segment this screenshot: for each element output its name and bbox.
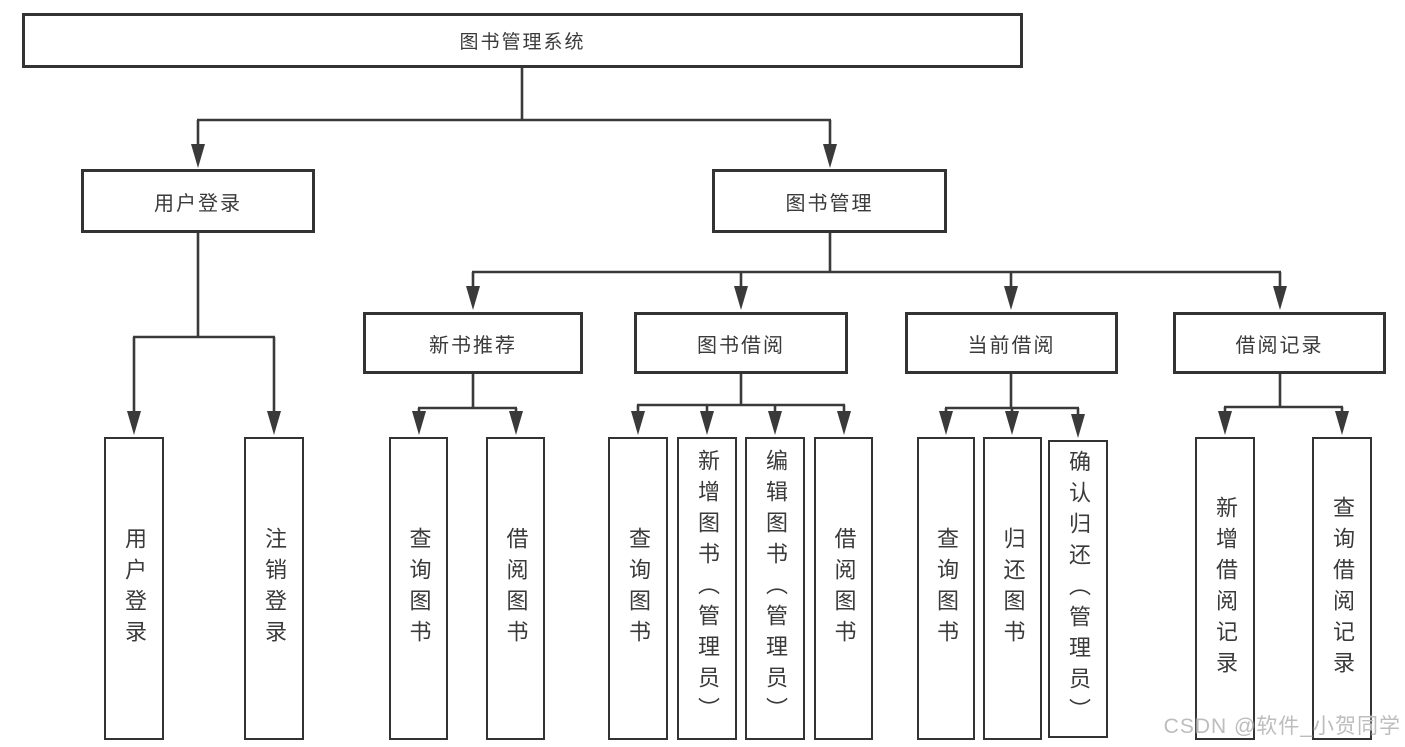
node-root-system: 图书管理系统: [22, 13, 1023, 68]
leaf-user-login-label: 用户登录: [122, 526, 147, 651]
node-borrow-records: 借阅记录: [1173, 312, 1386, 374]
leaf-borrow-query-books: 查询图书: [608, 437, 668, 740]
node-current-borrow: 当前借阅: [905, 312, 1118, 374]
edge-userlogin-to-leaves: [132, 233, 276, 413]
edge-bookborrow-to-leaves: [636, 374, 846, 413]
leaf-edit-books-admin-label: 编辑图书（管理员）: [763, 449, 788, 728]
node-user-login-label: 用户登录: [154, 192, 242, 215]
leaf-add-borrow-record-label: 新增借阅记录: [1213, 495, 1238, 682]
edge-newbookrec-to-leaves: [417, 374, 518, 413]
leaf-logout-label: 注销登录: [262, 526, 287, 651]
leaf-add-borrow-record: 新增借阅记录: [1195, 437, 1255, 740]
leaf-add-books-admin-label: 新增图书（管理员）: [695, 449, 720, 728]
leaf-return-books-label: 归还图书: [1000, 526, 1026, 651]
leaf-edit-books-admin: 编辑图书（管理员）: [745, 437, 805, 740]
leaf-return-books: 归还图书: [983, 437, 1042, 740]
leaf-confirm-return-admin-label: 确认归还（管理员）: [1066, 449, 1091, 729]
node-book-management: 图书管理: [712, 169, 947, 233]
node-new-book-recommend-label: 新书推荐: [429, 334, 517, 357]
leaf-query-borrow-record-label: 查询借阅记录: [1330, 495, 1355, 682]
node-book-management-label: 图书管理: [785, 192, 874, 215]
edge-currentborrow-to-leaves: [944, 374, 1080, 416]
leaf-confirm-return-admin: 确认归还（管理员）: [1048, 440, 1108, 738]
leaf-query-borrow-record: 查询借阅记录: [1312, 437, 1372, 740]
leaf-recommend-borrow-books: 借阅图书: [486, 437, 545, 740]
node-root-label: 图书管理系统: [459, 32, 586, 53]
node-book-borrow-label: 图书借阅: [697, 334, 785, 357]
arrowheads: [127, 144, 1349, 438]
leaf-recommend-query-books-label: 查询图书: [406, 526, 432, 651]
leaf-recommend-query-books: 查询图书: [389, 437, 448, 740]
leaf-add-books-admin: 新增图书（管理员）: [677, 437, 737, 740]
leaf-current-query-books: 查询图书: [917, 437, 975, 740]
csdn-watermark: CSDN @软件_小贺同学: [1163, 715, 1401, 738]
node-user-login: 用户登录: [81, 169, 315, 233]
leaf-borrow-borrow-books: 借阅图书: [814, 437, 873, 740]
edge-root-to-level2: [196, 68, 832, 146]
node-borrow-records-label: 借阅记录: [1235, 334, 1324, 357]
node-book-borrow: 图书借阅: [634, 312, 848, 374]
node-new-book-recommend: 新书推荐: [363, 312, 583, 374]
edge-borrowrecords-to-leaves: [1223, 374, 1344, 413]
leaf-borrow-query-books-label: 查询图书: [626, 526, 651, 651]
leaf-logout: 注销登录: [244, 437, 304, 740]
leaf-current-query-books-label: 查询图书: [934, 526, 959, 651]
leaf-recommend-borrow-books-label: 借阅图书: [503, 526, 529, 651]
node-current-borrow-label: 当前借阅: [967, 334, 1056, 357]
edge-bookmgmt-to-level3: [471, 233, 1282, 288]
leaf-user-login: 用户登录: [104, 437, 164, 740]
leaf-borrow-borrow-books-label: 借阅图书: [831, 526, 857, 651]
